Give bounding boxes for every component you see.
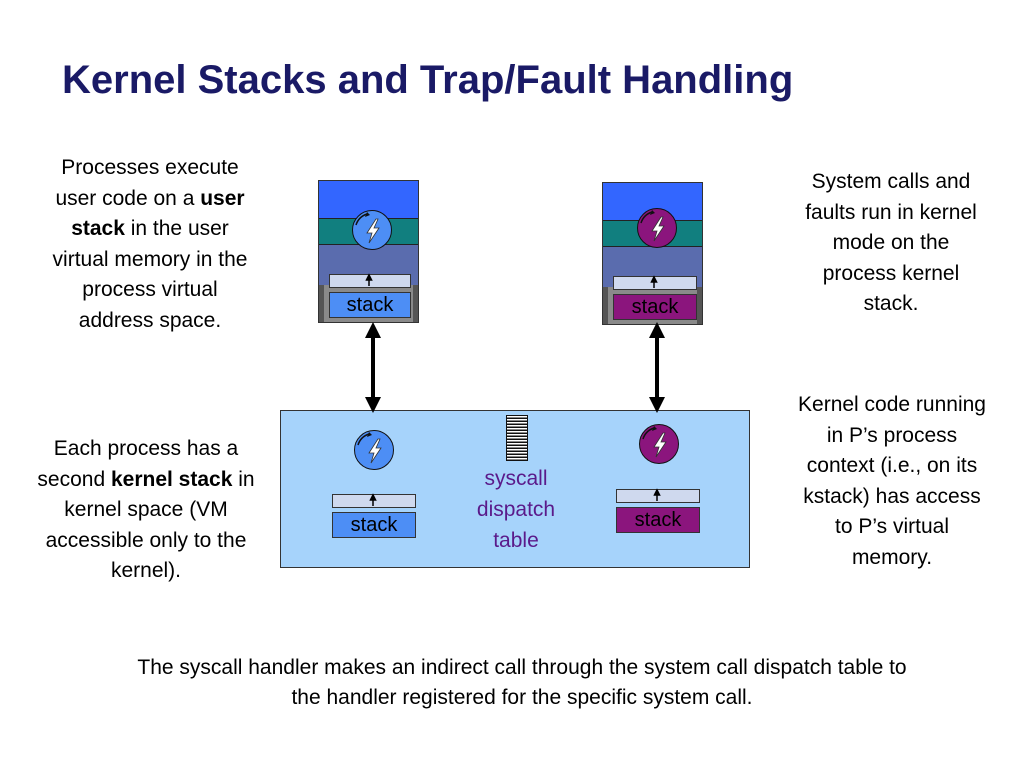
page-title: Kernel Stacks and Trap/Fault Handling bbox=[62, 58, 794, 102]
text-segment: Each process has a second bbox=[37, 437, 239, 491]
kernel-stack-2: stack bbox=[616, 507, 700, 533]
kernel-stack-1: stack bbox=[332, 512, 416, 538]
kernel-mode-explanation: System calls and faults run in kernel mo… bbox=[805, 170, 977, 316]
user-stack-2: stack bbox=[613, 294, 697, 320]
user-stack-term: user stack bbox=[71, 186, 245, 241]
text-segment: Processes execute user code on a bbox=[55, 156, 239, 210]
syscall-dispatch-table-label: syscall dispatch table bbox=[476, 467, 556, 552]
thread-bolt-icon bbox=[639, 424, 679, 464]
footer-note: The syscall handler makes an indirect ca… bbox=[137, 656, 907, 709]
kernel-stack-term: kernel stack bbox=[110, 467, 233, 491]
thread-bolt-icon bbox=[352, 210, 392, 250]
user-stack-explanation: Processes execute user code on a user st… bbox=[52, 153, 248, 337]
text-segment: in the user virtual memory in the proces… bbox=[52, 217, 248, 332]
syscall-dispatch-table-icon bbox=[506, 415, 528, 461]
thread-bolt-icon bbox=[354, 430, 394, 470]
process-context-explanation: Kernel code running in P’s process conte… bbox=[798, 393, 986, 569]
thread-bolt-icon bbox=[637, 208, 677, 248]
text-segment: in kernel space (VM accessible only to t… bbox=[45, 467, 255, 583]
user-stack-1: stack bbox=[329, 292, 411, 318]
kernel-stack-explanation: Each process has a second kernel stack i… bbox=[30, 434, 262, 587]
